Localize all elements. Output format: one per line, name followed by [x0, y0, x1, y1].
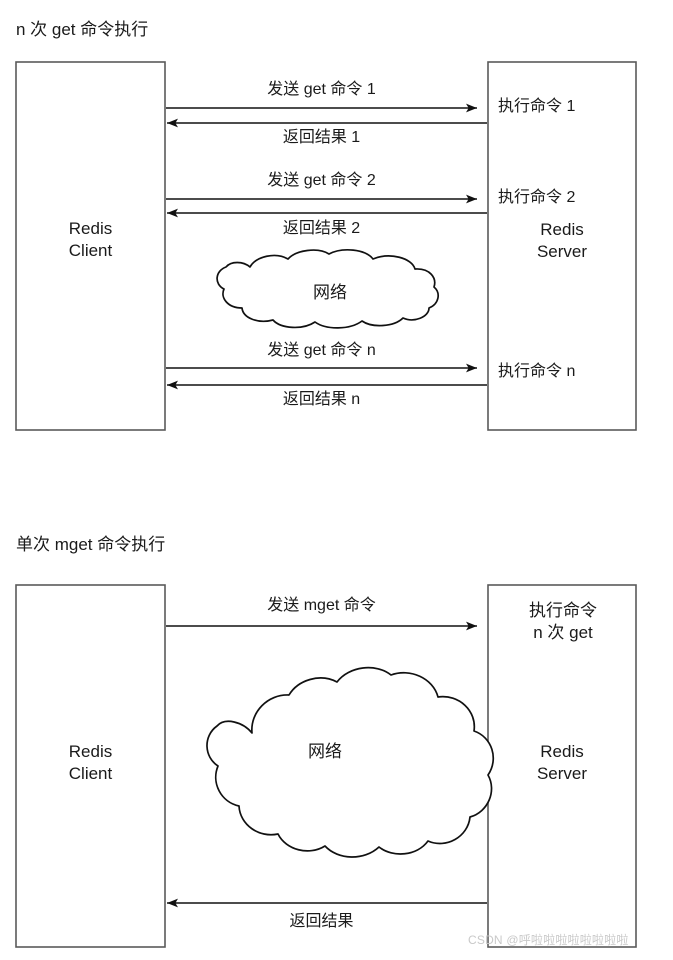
section-1-server-box-label: Redis Server	[536, 220, 588, 261]
section-1-label-send-get-1: 发送 get 命令 1	[267, 81, 376, 98]
section-2-server-box	[487, 584, 637, 948]
section-1-label-return-result-n: 返回结果 n	[282, 391, 361, 408]
section-2-title: 单次 mget 命令执行	[16, 535, 166, 554]
section-1-client-box	[15, 61, 166, 431]
section-2-label-send-mget: 发送 mget 命令	[267, 597, 376, 614]
section-1-server-box	[487, 61, 637, 431]
section-1-note-exec-command-n: 执行命令 n	[498, 363, 576, 380]
section-1-label-return-result-1: 返回结果 1	[282, 129, 361, 146]
section-1-network-cloud	[216, 249, 439, 329]
section-2-client-box-label: Redis Client	[68, 742, 113, 783]
section-2-label-return-result: 返回结果	[289, 913, 354, 930]
section-2-cloud-label: 网络	[308, 742, 342, 761]
section-1-title: n 次 get 命令执行	[16, 20, 149, 39]
csdn-watermark: CSDN @呼啦啦啦啦啦啦啦啦	[468, 933, 629, 947]
section-1-label-return-result-2: 返回结果 2	[282, 220, 361, 237]
section-1-cloud-label: 网络	[313, 283, 347, 302]
section-2-note-exec-command-n-get: 执行命令 n 次 get	[529, 601, 597, 642]
section-1-note-exec-command-1: 执行命令 1	[498, 98, 576, 115]
section-2-server-box-label: Redis Server	[536, 742, 588, 783]
section-1-client-box-label: Redis Client	[68, 219, 113, 260]
section-2-client-box	[15, 584, 166, 948]
section-2-network-cloud	[206, 666, 495, 858]
section-1-note-exec-command-2: 执行命令 2	[498, 189, 576, 206]
section-1-label-send-get-2: 发送 get 命令 2	[267, 172, 376, 189]
section-1-label-send-get-n: 发送 get 命令 n	[267, 342, 376, 359]
